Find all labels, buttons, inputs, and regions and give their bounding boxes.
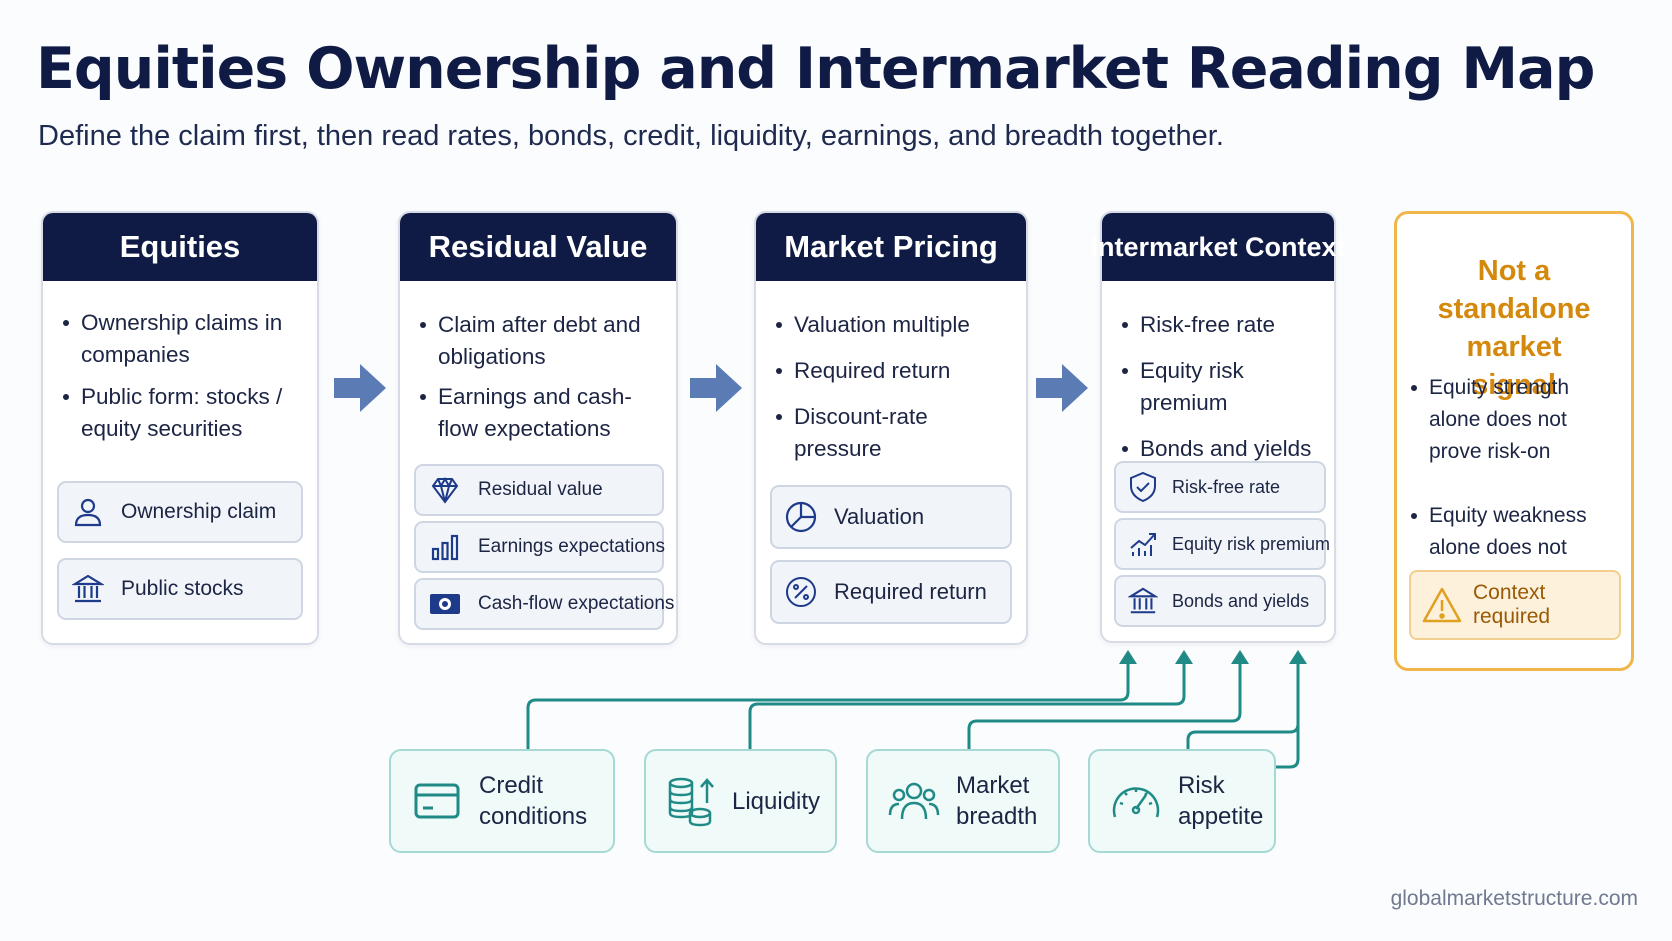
factor-label: Liquidity: [732, 787, 821, 815]
banknote-icon: [428, 587, 462, 621]
chip-equity-risk-premium: Equity risk premium: [1114, 518, 1330, 570]
card-title: Residual Value: [400, 213, 676, 281]
diamond-icon: [428, 473, 462, 507]
chip-label: Cash-flow expectations: [478, 593, 675, 614]
card-residual-value: Residual Value Claim after debt and obli…: [398, 211, 678, 645]
chip-label: Bonds and yields: [1172, 590, 1310, 611]
card-title: Intermarket Context: [1090, 213, 1346, 281]
card-title: Equities: [43, 213, 317, 281]
bank-icon: [71, 572, 105, 606]
chip-valuation: Valuation: [770, 485, 1012, 549]
person-icon: [71, 495, 105, 529]
chip-label: Ownership claim: [121, 500, 277, 523]
factor-label: Credit conditions: [479, 772, 588, 830]
caution-title: Not a standalone market signal: [1437, 255, 1591, 401]
connector-arrowhead: [1175, 650, 1193, 664]
bar-chart-icon: [428, 530, 462, 564]
chip-ownership-claim: Ownership claim: [57, 481, 303, 543]
gauge-icon: [1108, 773, 1164, 829]
factor-risk-appetite: Risk appetite: [1088, 749, 1276, 853]
bullet: Equity risk premium: [1120, 355, 1324, 419]
chip-public-stocks: Public stocks: [57, 558, 303, 620]
trend-up-icon: [1126, 527, 1160, 561]
chip-label: Context required: [1473, 581, 1551, 628]
people-icon: [886, 773, 942, 829]
coins-icon: [664, 773, 720, 829]
chip-required-return: Required return: [770, 560, 1012, 624]
chip-label: Residual value: [478, 479, 603, 500]
connector-arrowhead: [1119, 650, 1137, 664]
chip-label: Earnings expectations: [478, 536, 665, 557]
card-intermarket-context: Intermarket Context Risk-free rate Equit…: [1090, 211, 1346, 643]
caution-panel: Not a standalone market signal Equity st…: [1394, 211, 1634, 671]
bullet: Earnings and cash-flow expectations: [418, 381, 666, 445]
flow-arrow: [334, 362, 386, 414]
bullet: Claim after debt and obligations: [418, 309, 666, 373]
chip-label: Public stocks: [121, 577, 244, 600]
chip-earnings-expectations: Earnings expectations: [414, 521, 665, 573]
chip-label: Valuation: [834, 504, 925, 529]
chip-bonds-and-yields: Bonds and yields: [1114, 575, 1326, 627]
bank-icon: [1126, 584, 1160, 618]
chip-cash-flow-expectations: Cash-flow expectations: [414, 578, 674, 630]
bullet: Discount-rate pressure: [774, 401, 1016, 465]
card-title: Market Pricing: [756, 213, 1026, 281]
percent-icon: [784, 575, 818, 609]
bullet: Public form: stocks / equity securities: [61, 381, 307, 445]
factor-liquidity: Liquidity: [644, 749, 837, 853]
chip-residual-value: Residual value: [414, 464, 664, 516]
pie-chart-icon: [784, 500, 818, 534]
footer-site[interactable]: globalmarketstructure.com: [1390, 887, 1638, 910]
flow-arrow: [690, 362, 742, 414]
factor-market-breadth: Market breadth: [866, 749, 1060, 853]
connector-arrowhead: [1231, 650, 1249, 664]
flow-arrow: [1036, 362, 1088, 414]
chip-label: Equity risk premium: [1172, 533, 1331, 554]
card-equities: Equities Ownership claims in companies P…: [41, 211, 319, 645]
page-title: Equities Ownership and Intermarket Readi…: [36, 36, 1595, 102]
factor-label: Risk appetite: [1178, 772, 1264, 830]
bullet: Ownership claims in companies: [61, 307, 307, 371]
bullet: Risk-free rate: [1120, 309, 1324, 341]
bullet: Equity strength alone does not prove ris…: [1409, 372, 1625, 468]
shield-check-icon: [1126, 470, 1160, 504]
bullet: Valuation multiple: [774, 309, 1016, 341]
chip-label: Required return: [834, 579, 987, 604]
warning-icon: [1421, 586, 1463, 624]
credit-card-icon: [409, 773, 465, 829]
factor-credit-conditions: Credit conditions: [389, 749, 615, 853]
bullet: Required return: [774, 355, 1016, 387]
connector-arrowhead: [1289, 650, 1307, 664]
chip-label: Risk-free rate: [1172, 476, 1281, 497]
card-market-pricing: Market Pricing Valuation multiple Requir…: [754, 211, 1028, 645]
factor-label: Market breadth: [956, 772, 1038, 830]
bullet: Bonds and yields: [1120, 433, 1324, 465]
page-subtitle: Define the claim first, then read rates,…: [38, 120, 1224, 152]
context-required-chip: Context required: [1409, 570, 1621, 640]
chip-risk-free-rate: Risk-free rate: [1114, 461, 1326, 513]
